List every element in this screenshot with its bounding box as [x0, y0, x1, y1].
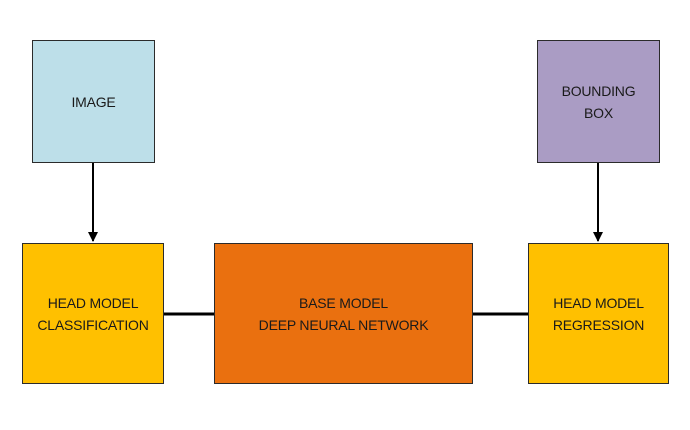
head-model-classification-node: HEAD MODEL CLASSIFICATION [22, 243, 164, 384]
head-classification-label-line-1: HEAD MODEL [47, 294, 139, 311]
bounding-box-node-label-line-2: BOX [584, 104, 613, 121]
head-regression-label-line-2: REGRESSION [552, 316, 645, 333]
bounding-box-node-label-line-1: BOUNDING [561, 82, 636, 99]
base-model-node: BASE MODEL DEEP NEURAL NETWORK [214, 243, 473, 384]
image-node: IMAGE [32, 40, 155, 163]
bounding-box-node: BOUNDING BOX [537, 40, 660, 163]
base-model-label-line-2: DEEP NEURAL NETWORK [258, 316, 429, 333]
head-regression-label-line-1: HEAD MODEL [553, 294, 644, 311]
base-model-label-line-1: BASE MODEL [298, 294, 389, 311]
head-model-regression-node: HEAD MODEL REGRESSION [528, 243, 669, 384]
head-classification-label-line-2: CLASSIFICATION [37, 316, 149, 333]
image-node-label-line-1: IMAGE [71, 93, 116, 110]
